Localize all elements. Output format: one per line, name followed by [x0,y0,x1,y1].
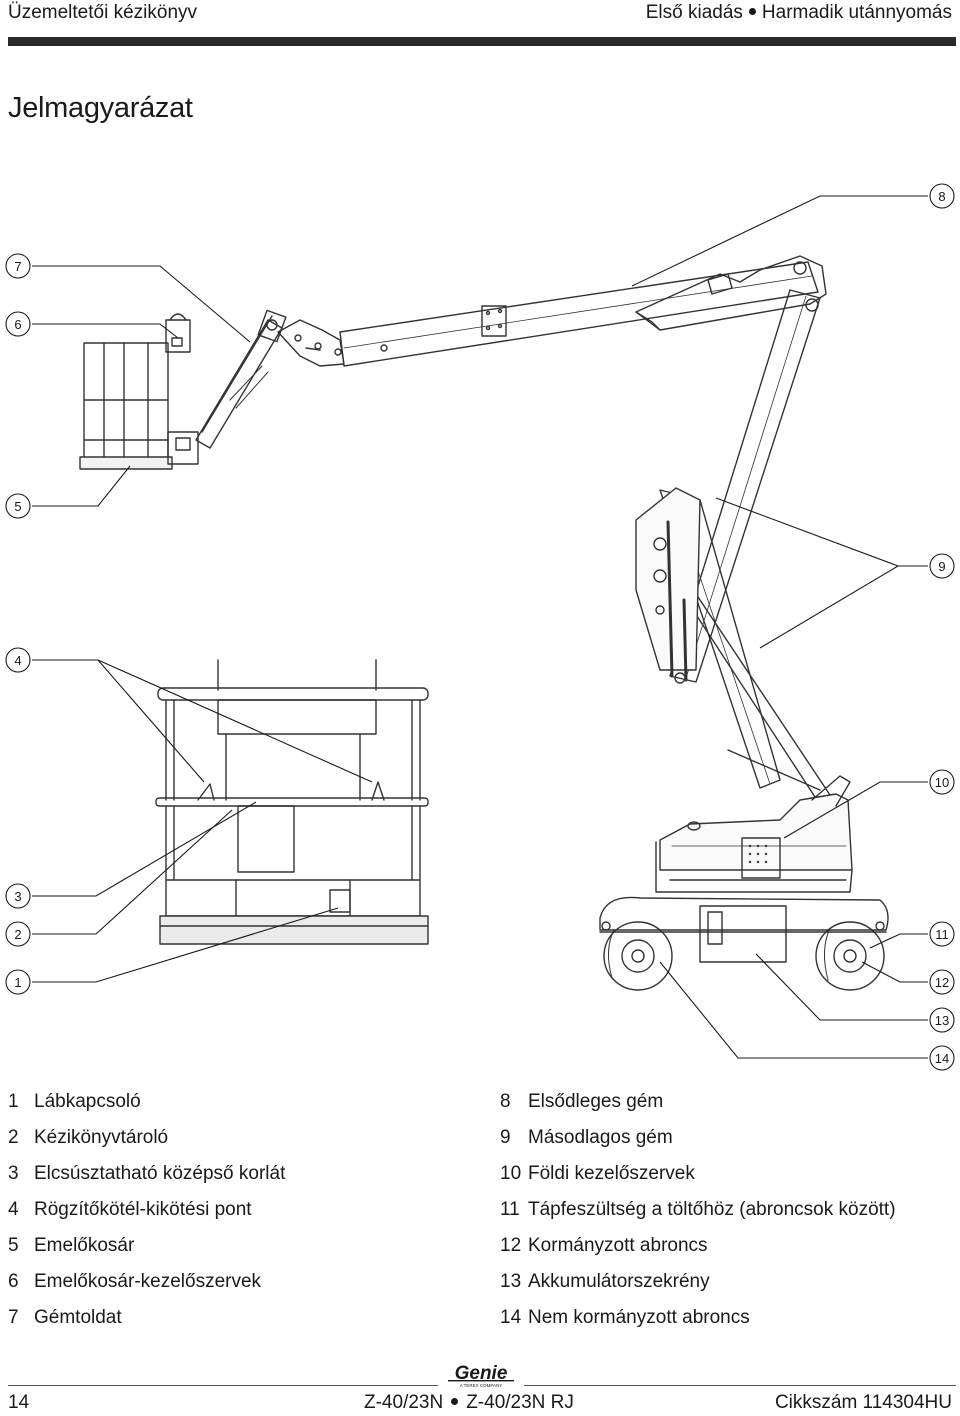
footer-rule-right [524,1385,956,1386]
primary-boom [339,255,827,367]
callout-11: 11 [929,921,955,947]
footer-rule-left [8,1385,438,1386]
boom-lift-illustration: 7 6 5 4 3 2 1 8 9 10 11 12 13 14 [5,183,955,1071]
svg-text:5: 5 [14,499,21,514]
svg-text:9: 9 [938,559,945,574]
svg-text:Genie: Genie [455,1363,508,1384]
callout-1: 1 [5,969,31,995]
svg-text:11: 11 [935,927,949,942]
svg-text:6: 6 [14,317,21,332]
platform-detail [155,659,429,945]
svg-text:7: 7 [14,259,21,274]
svg-text:3: 3 [14,889,21,904]
jib-boom [195,309,345,449]
non-steer-tire [815,921,885,991]
turntable [655,775,853,893]
page-title: Jelmagyarázat [8,92,193,124]
page-number: 14 [8,1392,30,1413]
model-1: Z-40/23N [364,1392,444,1413]
callout-10: 10 [929,769,955,795]
callout-8: 8 [929,183,955,209]
bullet-icon [451,1397,459,1405]
platform-basket [79,313,199,470]
callout-12: 12 [929,969,955,995]
svg-text:12: 12 [935,975,949,990]
svg-text:10: 10 [935,775,949,790]
steer-tire [603,921,673,991]
svg-text:8: 8 [938,189,945,204]
callout-9: 9 [929,553,955,579]
printing: Harmadik utánnyomás [761,2,952,23]
model-info: Z-40/23N Z-40/23N RJ [364,1392,574,1414]
genie-logo: Genie A TEREX COMPANY [448,1363,514,1388]
svg-text:A TEREX COMPANY: A TEREX COMPANY [460,1383,503,1388]
callout-3: 3 [5,883,31,909]
bullet-icon [748,7,756,15]
svg-text:2: 2 [14,927,21,942]
svg-text:1: 1 [14,975,21,990]
callout-14: 14 [929,1045,955,1071]
part-number: Cikkszám 114304HU [774,1392,952,1413]
secondary-boom [635,289,841,821]
svg-text:14: 14 [935,1051,949,1066]
callout-5: 5 [5,493,31,519]
callout-markers: 7 6 5 4 3 2 1 8 9 10 11 12 13 14 [5,183,955,1071]
callout-2: 2 [5,921,31,947]
model-2: Z-40/23N RJ [466,1392,574,1413]
svg-text:4: 4 [14,653,21,668]
callout-4: 4 [5,647,31,673]
callout-7: 7 [5,253,31,279]
svg-text:13: 13 [935,1013,949,1028]
drive-chassis [599,896,889,963]
header-rule [8,37,956,46]
edition: Első kiadás [645,2,743,23]
manual-title: Üzemeltetői kézikönyv [8,2,198,23]
edition-info: Első kiadás Harmadik utánnyomás [646,2,952,24]
callout-13: 13 [929,1007,955,1033]
callout-6: 6 [5,311,31,337]
